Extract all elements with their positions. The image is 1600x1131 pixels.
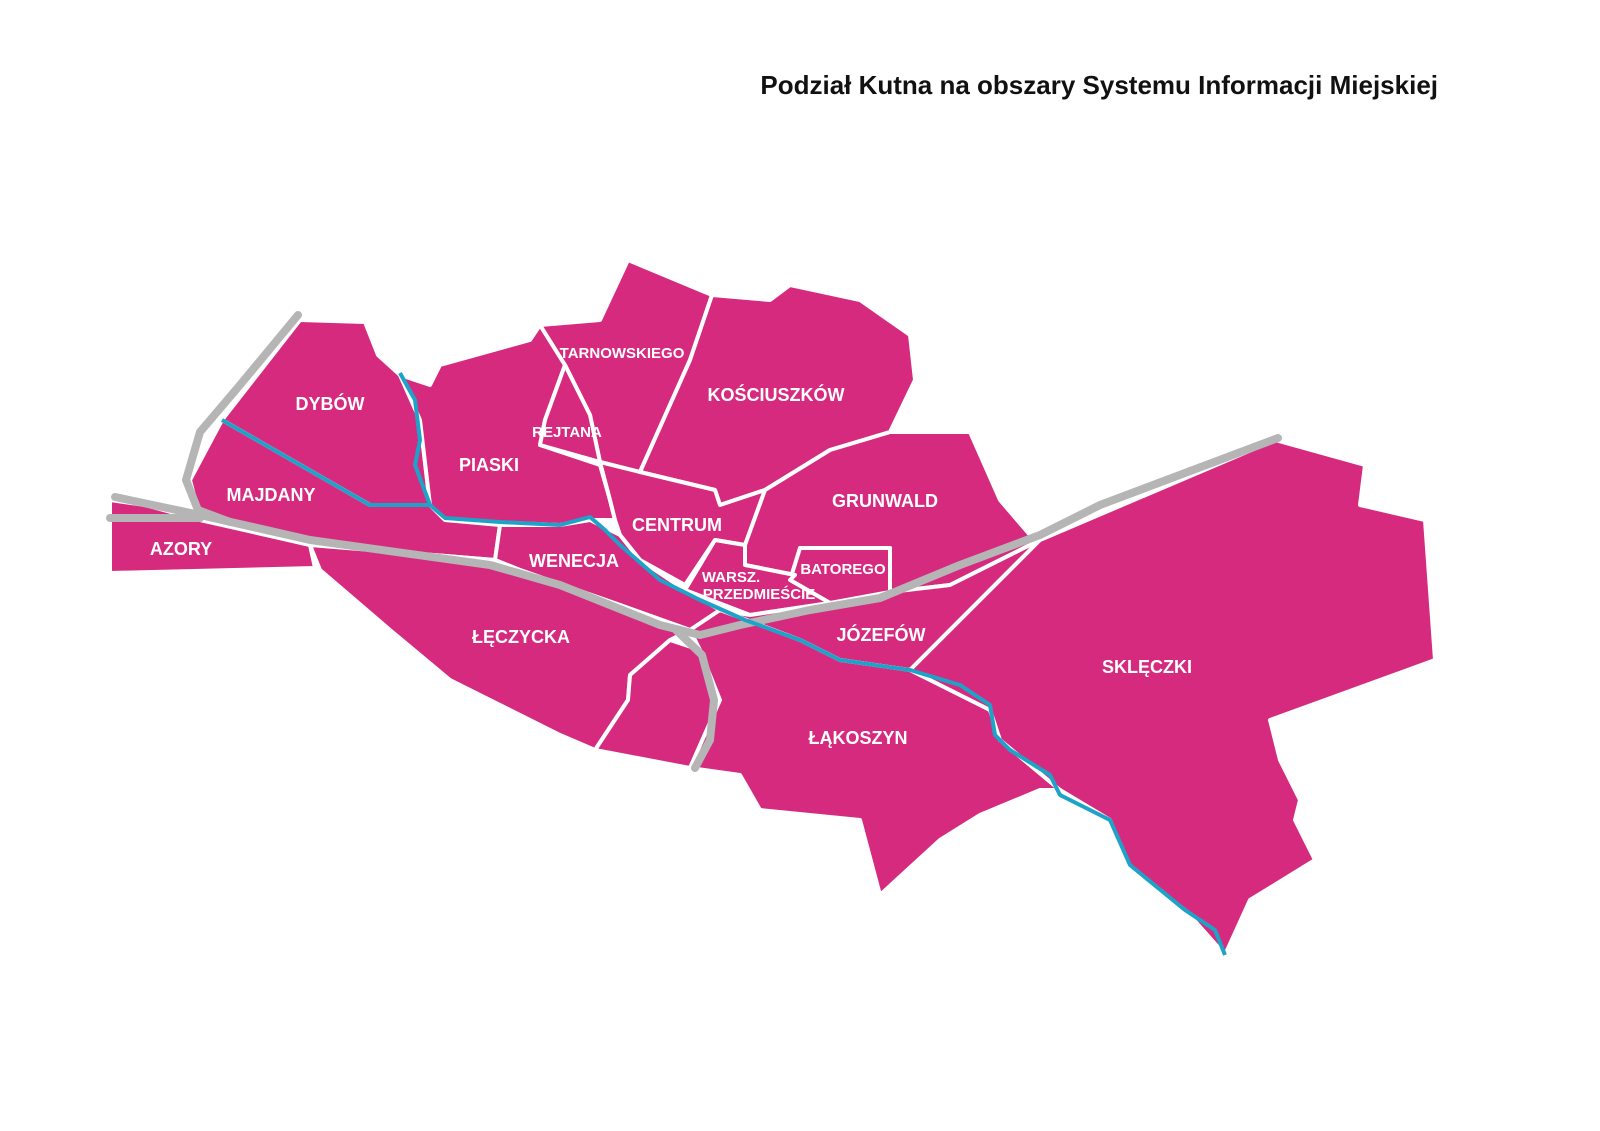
river [398,372,1227,956]
label-wenecja: WENECJA [529,551,619,571]
label-dybow: DYBÓW [296,393,365,414]
road-main [111,434,1282,639]
label-leczycka: ŁĘCZYCKA [472,627,570,647]
label-centrum: CENTRUM [632,515,722,535]
label-warsz: WARSZ. [702,569,760,586]
label-przedmiescie: PRZEDMIEŚCIE [703,585,816,603]
label-batorego: BATOREGO [800,561,886,578]
road-south [672,626,718,772]
label-azory: AZORY [150,539,212,559]
label-tarnowskiego: TARNOWSKIEGO [560,345,685,362]
label-jozefow: JÓZEFÓW [837,624,926,645]
label-kosciuszkow: KOŚCIUSZKÓW [708,384,845,405]
river-west [221,418,430,507]
label-majdany: MAJDANY [226,485,315,505]
road-northwest [182,311,302,526]
label-grunwald: GRUNWALD [832,491,938,511]
map-title: Podział Kutna na obszary Systemu Informa… [760,70,1438,100]
district-warszawskie-przedmiescie[interactable] [683,538,832,617]
district-rejtana[interactable] [538,363,602,464]
label-lakoszyn: ŁĄKOSZYN [809,728,908,748]
label-skleczki: SKLĘCZKI [1102,657,1192,677]
label-rejtana: REJTANA [532,424,602,441]
label-piaski: PIASKI [459,455,519,475]
